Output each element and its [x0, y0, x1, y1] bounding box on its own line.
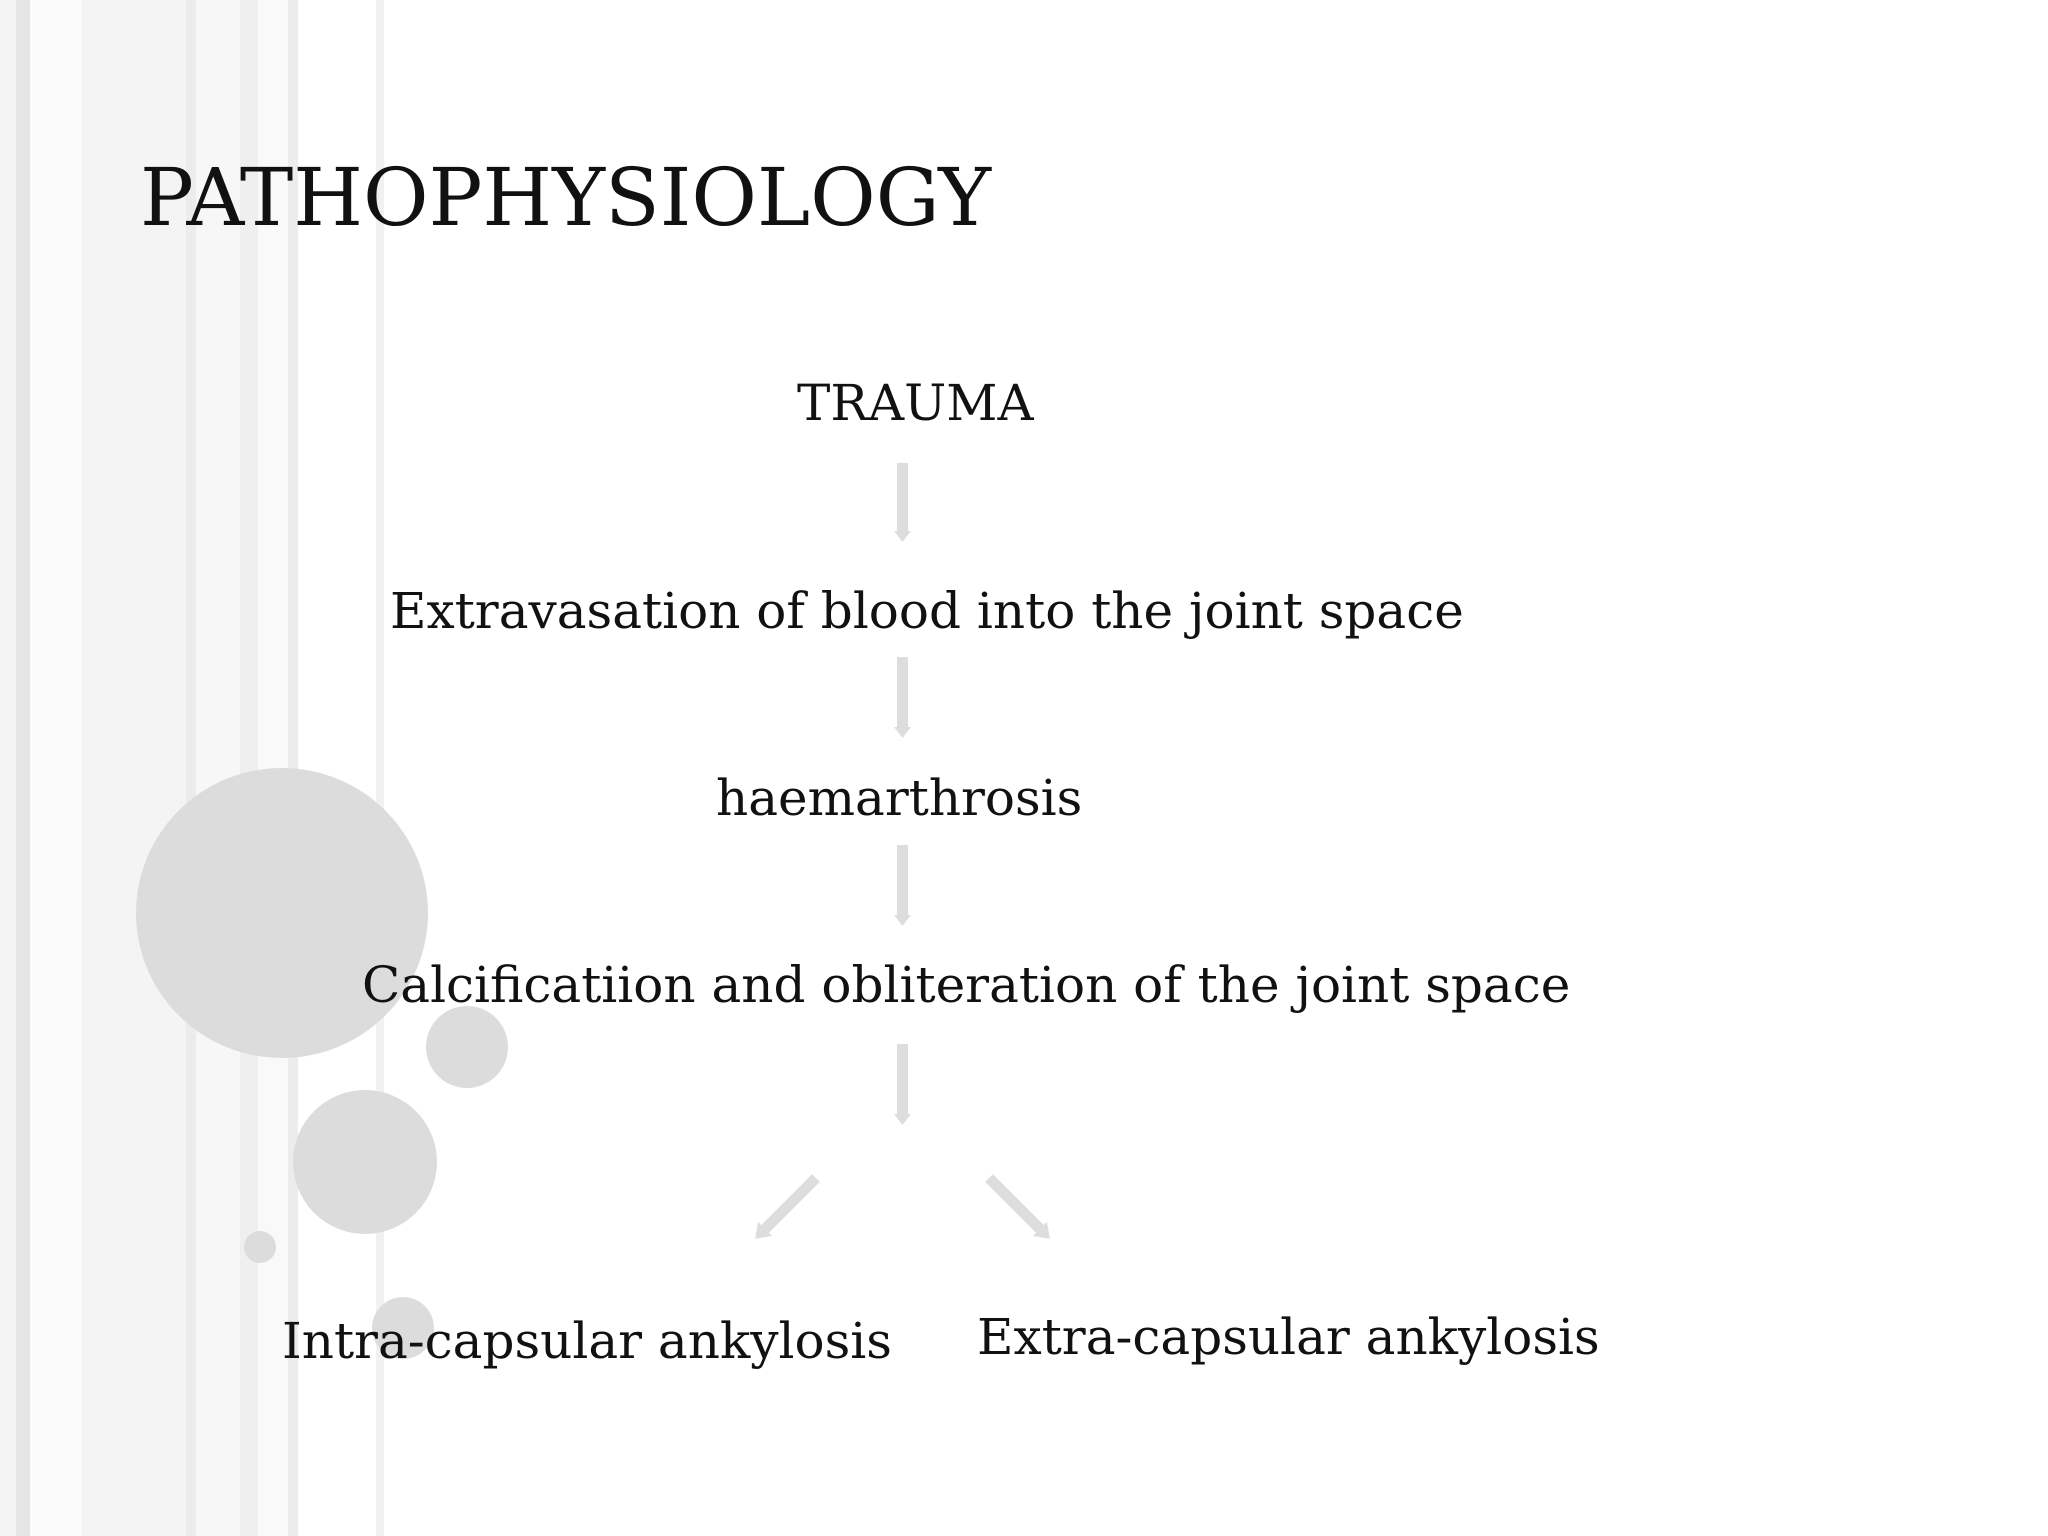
arrow-diagonal-left — [755, 1174, 820, 1239]
decor-stripe — [0, 0, 16, 1536]
arrow-diagonal-right — [985, 1174, 1050, 1239]
decor-stripe — [82, 0, 186, 1536]
decor-stripe — [240, 0, 258, 1536]
node-trauma: TRAUMA — [797, 374, 1034, 432]
decor-circle-large — [136, 768, 428, 1058]
node-haemarthrosis: haemarthrosis — [716, 769, 1083, 827]
decor-circle-tiny — [372, 1297, 434, 1359]
arrow-down-2 — [894, 657, 911, 738]
arrow-down-4 — [894, 1044, 911, 1125]
decor-stripe — [376, 0, 384, 1536]
arrow-down-1 — [894, 463, 911, 542]
decor-stripe — [16, 0, 30, 1536]
node-extra-capsular: Extra-capsular ankylosis — [977, 1308, 1600, 1366]
node-extravasation: Extravasation of blood into the joint sp… — [390, 582, 1464, 640]
node-intra-capsular: Intra-capsular ankylosis — [282, 1312, 892, 1370]
decor-stripe — [186, 0, 196, 1536]
decor-circle-small — [426, 1006, 508, 1088]
decor-stripe — [30, 0, 82, 1536]
decor-stripe — [196, 0, 240, 1536]
decor-circle-medium — [293, 1090, 437, 1234]
node-calcification: Calcificatiion and obliteration of the j… — [362, 956, 1571, 1014]
slide-title: PATHOPHYSIOLOGY — [140, 151, 992, 244]
arrow-down-3 — [894, 845, 911, 926]
decor-circle-dot — [244, 1231, 276, 1263]
